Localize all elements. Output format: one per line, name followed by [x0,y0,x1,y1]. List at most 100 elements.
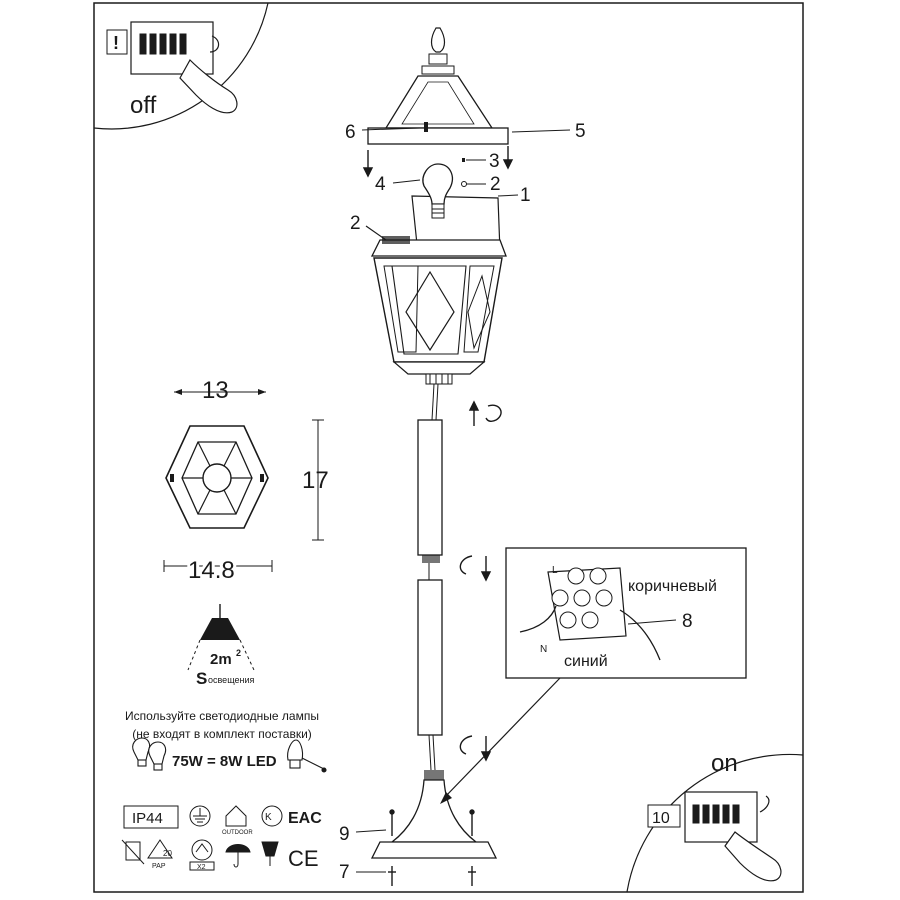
recycle-material: PAP [152,863,166,870]
cap-rim [367,127,509,145]
led-note-line2: (не входят в комплект поставки) [132,727,312,741]
power-on-panel: on 10 [626,750,804,893]
lantern-thread [425,373,453,385]
part-9: 9 [339,824,350,845]
rotate-arrow-off-icon [209,35,220,53]
leader-9 [355,829,387,833]
wiring-pointer [443,677,561,799]
screw-in-icon [468,400,502,426]
rotate-down-icon-1 [459,555,492,582]
area-value: 2m [210,651,232,668]
dim-width-bottom: 14.8 [188,557,235,584]
part-8: 8 [682,611,693,632]
bulb-icon [422,163,453,219]
terminal-N: N [540,644,547,655]
certification-badges: IP44 OUTDOOR K EAC 20 PAP X2 [121,805,322,871]
pole-joint-1 [422,555,440,563]
terminal-L: L [552,565,558,576]
base-flare [390,779,478,843]
led-note-line1: Используйте светодиодные лампы [125,709,319,723]
ground-icon [189,805,211,827]
base-plate [370,841,498,859]
finial-icon [430,27,446,53]
ce-mark: CE [288,846,319,871]
x2-text: X2 [197,864,206,871]
lantern-top-hatch [382,236,410,244]
lantern-bottom [392,361,486,375]
wire-right [619,609,661,661]
led-equation: 75W = 8W LED [172,753,277,770]
hand-off-icon [179,59,238,114]
illumination-area: 2m 2 S освещения [187,604,254,688]
area-caption: освещения [208,675,254,685]
dim-width-top: 13 [202,377,229,404]
outdoor-text: OUTDOOR [222,830,253,836]
outdoor-house-icon [225,805,247,827]
breaker-switches-off [139,33,187,55]
cap-collar [421,65,455,75]
part-5: 5 [575,121,586,142]
recycle-number: 20 [163,849,172,858]
cert-ks-icon: K [261,805,283,827]
pole-lower [417,579,443,736]
small-screw [462,158,465,162]
breaker-switches-on [692,804,740,824]
area-symbol: S [196,669,207,688]
eac-mark: EAC [288,810,322,827]
safety-class-icon [189,839,215,871]
bolt-icons [388,809,476,886]
area-superscript: 2 [236,648,241,658]
diamond-right [467,274,491,350]
ip44-text: IP44 [132,810,163,827]
on-label: on [711,750,738,777]
part-6: 6 [345,122,356,143]
ip44-badge [123,805,179,829]
umbrella-icon [225,844,251,868]
screw-ring [461,181,467,187]
step-number: 10 [652,810,670,827]
wiring-inset: L N коричневый 8 синий [440,547,747,804]
pole-joint-2 [424,770,444,780]
cap-roof-inner [401,81,475,125]
incandescent-bulbs-icon [132,737,167,771]
no-trash-icon [121,839,145,865]
part-4: 4 [375,174,386,195]
part-2-side: 2 [350,213,361,234]
pole-base [370,779,498,859]
down-arrows [362,146,514,178]
lantern-glass-right [463,265,495,353]
fragile-glass-icon [261,841,279,866]
svg-text:K: K [265,812,272,823]
recycle-icon [147,839,173,859]
hexagon-center [202,463,232,493]
dim-height: 17 [302,467,329,494]
brown-wire-label: коричневый [628,578,717,595]
breaker-panel-off [130,21,214,75]
lamp-shade-icon [200,618,240,640]
off-label: off [130,92,157,119]
breaker-panel-on [684,791,758,843]
led-note: Используйте светодиодные лампы (не входя… [125,709,327,773]
part-1: 1 [520,185,531,206]
finial-base [428,53,448,65]
rotate-arrow-on-icon [759,795,770,813]
diamond-front [405,270,455,352]
rotate-down-icon-2 [459,735,492,762]
cap-leaders [361,127,571,197]
part-7: 7 [339,862,350,883]
lantern-glass-front [391,265,467,355]
lamp-cap [367,27,509,145]
pole [417,383,444,780]
on-circle-arc [626,753,804,893]
dimension-drawing: 13 17 14.8 [163,377,329,587]
wiring-frame [505,547,747,679]
part-2-top: 2 [490,174,501,195]
hand-on-icon [724,831,782,882]
cap-roof [384,75,494,129]
power-off-panel: ! off [93,2,269,130]
led-bulb-icon [287,739,327,773]
part-3: 3 [489,151,500,172]
warning-mark: ! [113,33,119,53]
warning-box [106,29,128,55]
